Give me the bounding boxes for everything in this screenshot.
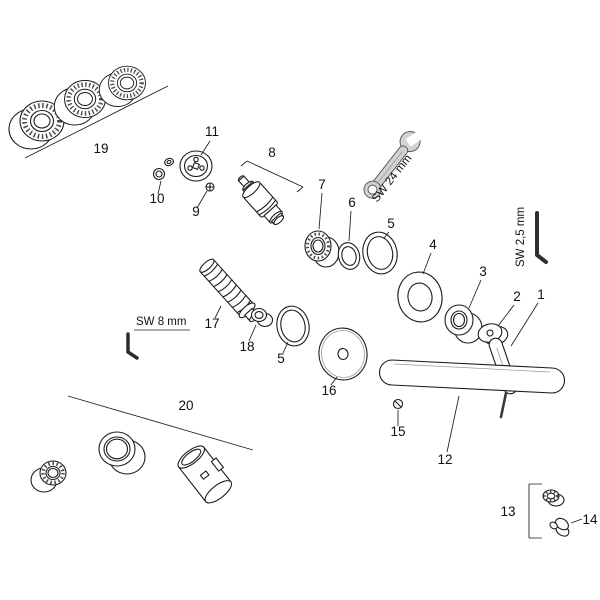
part-5-oring-upper [362, 231, 398, 275]
hex-key-8-icon [126, 332, 139, 360]
part-label-8: 8 [268, 145, 276, 160]
part-13-aerator [542, 489, 565, 507]
part-label-3: 3 [479, 264, 487, 279]
leader-line-19 [24, 85, 169, 159]
part-label-19: 19 [93, 141, 108, 156]
part-14-check-valve [549, 517, 570, 537]
part-label-13: 13 [500, 504, 515, 519]
part-19-knurled-sleeves [8, 65, 146, 150]
hex-key-8-label: SW 8 mm [136, 316, 186, 328]
part-12-spout [378, 359, 566, 394]
part-5-oring-lower [276, 305, 310, 347]
part-label-12: 12 [437, 452, 452, 467]
leader-line-11 [200, 140, 211, 156]
leader-line-14 [570, 518, 583, 524]
part-20-body-set [30, 431, 233, 504]
part-10-washers [152, 157, 174, 181]
part-8-cartridge [237, 175, 285, 226]
part-label-7: 7 [318, 177, 326, 192]
part-label-6: 6 [348, 195, 356, 210]
part-label-20: 20 [178, 398, 193, 413]
part-label-11: 11 [205, 124, 219, 139]
part-label-18: 18 [239, 339, 254, 354]
leader-line-6 [348, 210, 352, 242]
part-label-16: 16 [321, 383, 336, 398]
leader-line-16 [330, 376, 338, 386]
leader-line-4 [422, 252, 432, 275]
bracket-8 [240, 160, 304, 193]
leader-line-17 [214, 305, 222, 319]
part-2-handle-cap [477, 323, 509, 346]
part-7-retaining-nut [304, 230, 340, 268]
leader-line-7 [318, 192, 323, 230]
leader-line-3 [468, 279, 482, 309]
part-label-14: 14 [582, 512, 598, 527]
part-3-sleeve [444, 304, 483, 344]
part-17-threaded-tube [199, 258, 259, 323]
part-label-10: 10 [149, 191, 164, 206]
part-label-2: 2 [513, 289, 521, 304]
part-label-5-upper: 5 [387, 216, 395, 231]
leader-line-1 [510, 302, 539, 347]
leader-line-2 [497, 304, 515, 327]
wrench-icon [363, 126, 429, 199]
part-18-bushing [250, 307, 274, 328]
leader-line-5-upper [383, 231, 390, 239]
part-6-ring [337, 242, 361, 270]
part-11-cartridge-head [179, 150, 213, 182]
part-label-17: 17 [204, 316, 219, 331]
part-4-escutcheon-ring [397, 271, 443, 323]
leader-line-10 [157, 180, 162, 195]
hex-key-small-icon [535, 211, 548, 264]
leader-line-20 [67, 395, 254, 451]
bracket-13 [528, 483, 542, 539]
part-label-15: 15 [390, 424, 405, 439]
leader-line-9 [196, 190, 208, 209]
part-label-5-lower: 5 [277, 351, 285, 366]
part-16-escutcheon-disc [318, 327, 368, 381]
hex-key-small-label: SW 2,5 mm [515, 207, 527, 267]
part-label-9: 9 [192, 204, 200, 219]
leader-line-18 [248, 324, 257, 342]
part-15-set-screw [392, 398, 404, 410]
part-label-1: 1 [537, 287, 545, 302]
leader-line-12 [446, 395, 460, 453]
part-label-4: 4 [429, 237, 437, 252]
part-9-screws [205, 182, 215, 192]
leader-line-5-lower [282, 341, 289, 354]
